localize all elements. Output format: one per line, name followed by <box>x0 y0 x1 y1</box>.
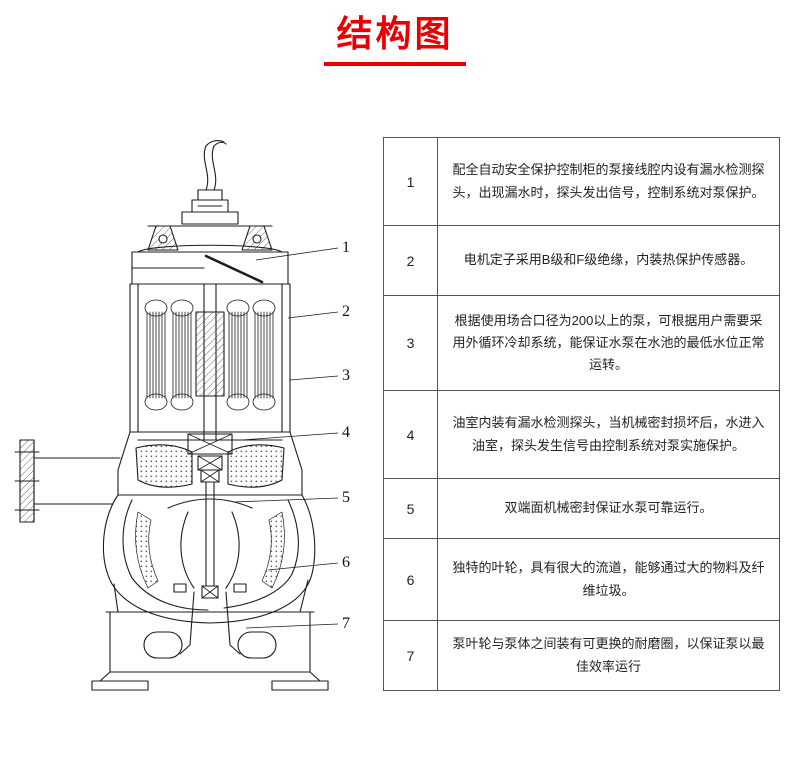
callout-1: 1 <box>342 239 350 256</box>
row-description: 独特的叶轮，具有很大的流道，能够通过大的物料及纤维垃圾。 <box>437 538 780 621</box>
rotor-shaft <box>195 283 225 441</box>
table-row: 7 泵叶轮与泵体之间装有可更换的耐磨圈，以保证泵以最佳效率运行 <box>383 620 780 691</box>
table-row: 1 配全自动安全保护控制柜的泵接线腔内设有漏水检测探头，出现漏水时，探头发出信号… <box>383 137 780 226</box>
callout-6: 6 <box>342 554 350 571</box>
table-row: 5 双端面机械密封保证水泵可靠运行。 <box>383 478 780 539</box>
cable-gland <box>181 189 239 225</box>
lifting-lugs <box>147 225 273 251</box>
page-header: 结构图 <box>0 12 790 67</box>
table-row: 3 根据使用场合口径为200以上的泵，可根据用户需要采用外循环冷却系统，能保证水… <box>383 295 780 391</box>
row-number: 6 <box>383 538 438 621</box>
callout-2: 2 <box>342 303 350 320</box>
impeller <box>167 481 253 599</box>
callout-4: 4 <box>342 424 350 441</box>
volute-casing <box>102 494 316 624</box>
power-cable-lines <box>203 140 227 191</box>
page-title: 结构图 <box>336 13 454 54</box>
table-row: 4 油室内装有漏水检测探头，当机械密封损坏后，水进入油室，探头发生信号由控制系统… <box>383 390 780 479</box>
oil-chamber <box>117 431 303 496</box>
row-description: 泵叶轮与泵体之间装有可更换的耐磨圈，以保证泵以最佳效率运行 <box>437 620 780 691</box>
callout-5: 5 <box>342 489 350 506</box>
row-description: 配全自动安全保护控制柜的泵接线腔内设有漏水检测探头，出现漏水时，探头发出信号，控… <box>437 137 780 226</box>
row-description: 电机定子采用B级和F级绝缘，内装热保护传感器。 <box>437 225 780 296</box>
row-number: 4 <box>383 390 438 479</box>
suction-inlet <box>179 591 241 655</box>
bearing-housing <box>129 431 291 455</box>
spec-table: 1 配全自动安全保护控制柜的泵接线腔内设有漏水检测探头，出现漏水时，探头发出信号… <box>383 137 780 691</box>
callout-leader-lines <box>233 247 339 629</box>
wear-rings <box>173 583 247 593</box>
row-number: 2 <box>383 225 438 296</box>
table-row: 2 电机定子采用B级和F级绝缘，内装热保护传感器。 <box>383 225 780 296</box>
motor-top-cover <box>131 244 289 285</box>
mechanical-seal <box>197 455 223 483</box>
pump-cross-section-drawing <box>14 140 339 691</box>
row-number: 7 <box>383 620 438 691</box>
callout-7: 7 <box>342 615 350 632</box>
row-number: 1 <box>383 137 438 226</box>
discharge-flange <box>14 439 121 523</box>
pump-structure-diagram: 1 2 3 4 5 6 7 <box>10 140 382 715</box>
table-row: 6 独特的叶轮，具有很大的流道，能够通过大的物料及纤维垃圾。 <box>383 538 780 621</box>
row-description: 双端面机械密封保证水泵可靠运行。 <box>437 478 780 539</box>
row-description: 根据使用场合口径为200以上的泵，可根据用户需要采用外循环冷却系统，能保证水泵在… <box>437 295 780 391</box>
base-stand <box>91 611 329 691</box>
callout-3: 3 <box>342 367 350 384</box>
row-description: 油室内装有漏水检测探头，当机械密封损坏后，水进入油室，探头发生信号由控制系统对泵… <box>437 390 780 479</box>
title-underline <box>324 62 466 67</box>
row-number: 5 <box>383 478 438 539</box>
stator-windings <box>144 299 276 411</box>
row-number: 3 <box>383 295 438 391</box>
